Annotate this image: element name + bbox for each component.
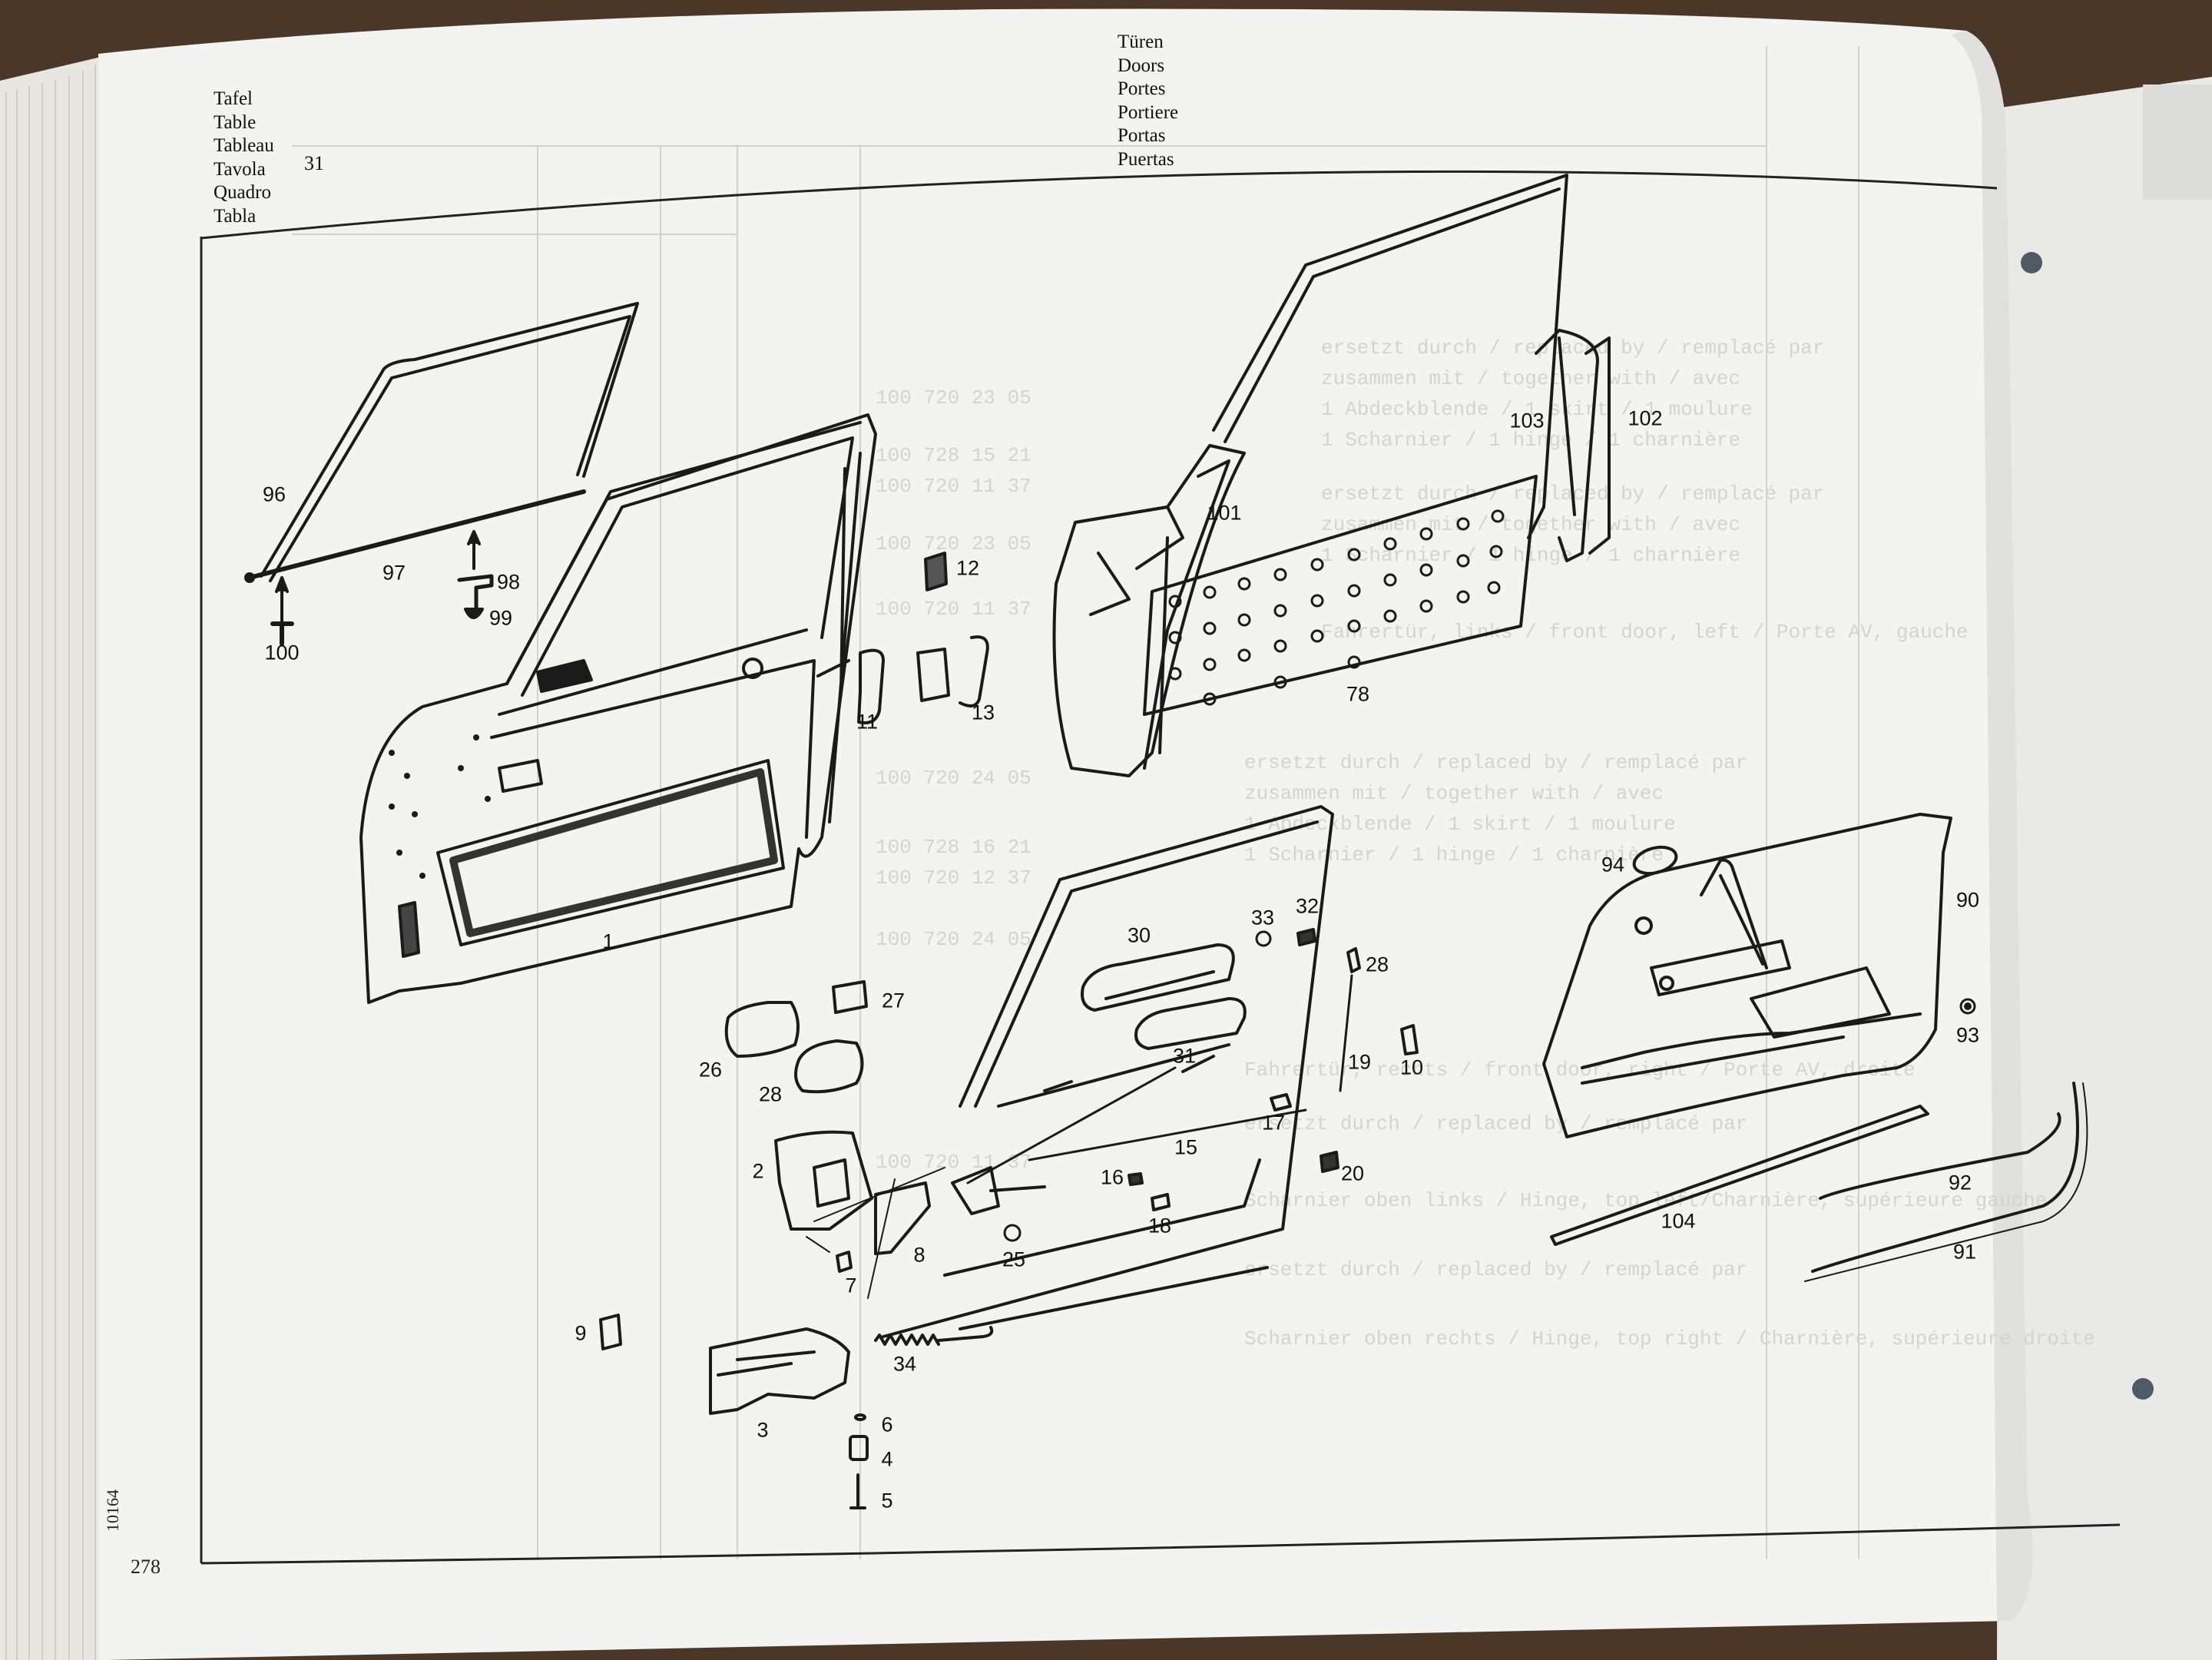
part-callout-97: 97 <box>382 561 406 585</box>
part-callout-30: 30 <box>1127 923 1151 947</box>
part-callout-32: 32 <box>1295 894 1320 918</box>
svg-text:100 720 11 37: 100 720 11 37 <box>876 475 1031 498</box>
part-callout-94: 94 <box>1601 853 1625 876</box>
part-callout-26: 26 <box>698 1058 723 1082</box>
svg-text:100 720 24 05: 100 720 24 05 <box>876 928 1031 951</box>
svg-text:1 Scharnier / 1 hinge / 1 char: 1 Scharnier / 1 hinge / 1 charnière <box>1321 544 1740 567</box>
part-callout-90: 90 <box>1955 888 1980 912</box>
part-callout-99: 99 <box>488 606 513 630</box>
table-label: Tavola <box>214 158 266 180</box>
part-callout-3: 3 <box>757 1418 769 1442</box>
trim-panel-90 <box>1542 813 1952 1138</box>
svg-text:100 728 16 21: 100 728 16 21 <box>876 836 1031 859</box>
part-callout-17: 17 <box>1261 1111 1286 1135</box>
svg-text:ersetzt durch / replaced by /: ersetzt durch / replaced by / remplacé p… <box>1244 1112 1747 1135</box>
panel-78 <box>1143 475 1538 716</box>
svg-text:100 720 11 37: 100 720 11 37 <box>876 598 1031 621</box>
part-callout-101: 101 <box>1207 501 1242 525</box>
section-title: Türen <box>1118 31 1164 52</box>
part-callout-6: 6 <box>881 1413 893 1436</box>
part-callout-78: 78 <box>1346 682 1370 706</box>
door-skin <box>882 805 1334 1338</box>
svg-text:100 720 12 37: 100 720 12 37 <box>876 866 1031 890</box>
table-label: Tableau <box>214 135 274 156</box>
part-callout-10: 10 <box>1399 1055 1424 1079</box>
part-callout-18: 18 <box>1147 1214 1172 1238</box>
section-title: Doors <box>1118 55 1165 76</box>
part-callout-92: 92 <box>1948 1171 1972 1194</box>
svg-text:1 Abdeckblende / 1 skirt / 1 m: 1 Abdeckblende / 1 skirt / 1 moulure <box>1321 398 1753 421</box>
door-frame-101 <box>1052 174 1568 777</box>
table-label-stack: Tafel Table Tableau Tavola Quadro Tabla <box>214 88 274 228</box>
part-callout-33: 33 <box>1250 906 1275 929</box>
part-callout-9: 9 <box>575 1321 587 1345</box>
part-callout-96: 96 <box>262 482 286 506</box>
svg-text:100 720 23 05: 100 720 23 05 <box>876 532 1031 555</box>
part-callout-28-trim: 28 <box>758 1082 783 1106</box>
part-callout-102: 102 <box>1628 406 1663 430</box>
svg-text:100 720 23 05: 100 720 23 05 <box>876 386 1031 409</box>
part-callout-19: 19 <box>1347 1050 1372 1074</box>
svg-text:ersetzt durch / replaced by /: ersetzt durch / replaced by / remplacé p… <box>1244 1258 1747 1281</box>
section-title-stack: Türen Doors Portes Portiere Portas Puert… <box>1118 31 1178 171</box>
svg-text:1 Scharnier / 1 hinge / 1 char: 1 Scharnier / 1 hinge / 1 charnière <box>1244 843 1664 866</box>
section-title: Portiere <box>1118 101 1179 123</box>
part-callout-15: 15 <box>1174 1135 1198 1159</box>
table-label: Quadro <box>214 182 271 203</box>
table-number: 31 <box>304 152 324 174</box>
part-callout-2: 2 <box>752 1159 764 1183</box>
part-callout-93: 93 <box>1955 1023 1980 1047</box>
part-callout-27: 27 <box>881 989 906 1012</box>
svg-text:100 720 24 05: 100 720 24 05 <box>876 767 1031 790</box>
table-label: Tabla <box>214 205 257 227</box>
part-callout-104: 104 <box>1661 1209 1696 1233</box>
door-shell-1 <box>359 413 877 1004</box>
svg-text:zusammen mit / together with /: zusammen mit / together with / avec <box>1244 782 1664 805</box>
part-callout-98: 98 <box>496 570 521 594</box>
svg-text:Scharnier oben links / Hinge,: Scharnier oben links / Hinge, top left/C… <box>1244 1189 2047 1212</box>
window-strip-97 <box>247 489 586 580</box>
drawing-reference-number: 10164 <box>103 1489 122 1532</box>
part-callout-11: 11 <box>856 710 879 734</box>
part-callout-12: 12 <box>955 556 980 580</box>
svg-text:ersetzt durch / replaced by /: ersetzt durch / replaced by / remplacé p… <box>1244 751 1747 774</box>
part-callout-103: 103 <box>1509 409 1545 432</box>
svg-text:zusammen mit / together with /: zusammen mit / together with / avec <box>1321 367 1740 390</box>
part-callout-16: 16 <box>1100 1165 1124 1189</box>
table-label: Table <box>214 111 257 133</box>
part-callout-7: 7 <box>845 1274 857 1297</box>
page-number: 278 <box>131 1556 161 1578</box>
part-callout-28-rod: 28 <box>1365 953 1389 976</box>
svg-text:100 728 15 21: 100 728 15 21 <box>876 444 1031 467</box>
section-title: Puertas <box>1118 148 1174 170</box>
part-callout-34: 34 <box>892 1352 917 1376</box>
part-callout-20: 20 <box>1340 1161 1365 1185</box>
section-title: Portas <box>1118 125 1166 146</box>
window-seal-96 <box>260 302 639 582</box>
part-callout-91: 91 <box>1952 1240 1977 1264</box>
section-title: Portes <box>1118 78 1166 99</box>
part-callout-13: 13 <box>971 701 995 724</box>
svg-text:Fahrertür, rechts / front door: Fahrertür, rechts / front door, right / … <box>1244 1059 1916 1082</box>
svg-text:Fahrertür, links / front door,: Fahrertür, links / front door, left / Po… <box>1321 621 1969 644</box>
svg-text:1 Abdeckblende / 1 skirt / 1 m: 1 Abdeckblende / 1 skirt / 1 moulure <box>1244 813 1676 836</box>
part-callout-100: 100 <box>264 641 300 664</box>
svg-text:Scharnier oben rechts / Hinge,: Scharnier oben rechts / Hinge, top right… <box>1244 1327 2095 1350</box>
part-callout-1: 1 <box>602 929 614 953</box>
part-callout-5: 5 <box>881 1489 893 1513</box>
part-callout-8: 8 <box>913 1243 926 1267</box>
part-callout-4: 4 <box>881 1447 893 1471</box>
svg-text:ersetzt durch / replaced by /: ersetzt durch / replaced by / remplacé p… <box>1321 336 1824 360</box>
svg-text:1 Scharnier / 1 hinge / 1 char: 1 Scharnier / 1 hinge / 1 charnière <box>1321 429 1740 452</box>
table-label: Tafel <box>214 88 253 109</box>
part-callout-25: 25 <box>1002 1247 1026 1271</box>
part-callout-31: 31 <box>1172 1044 1197 1068</box>
